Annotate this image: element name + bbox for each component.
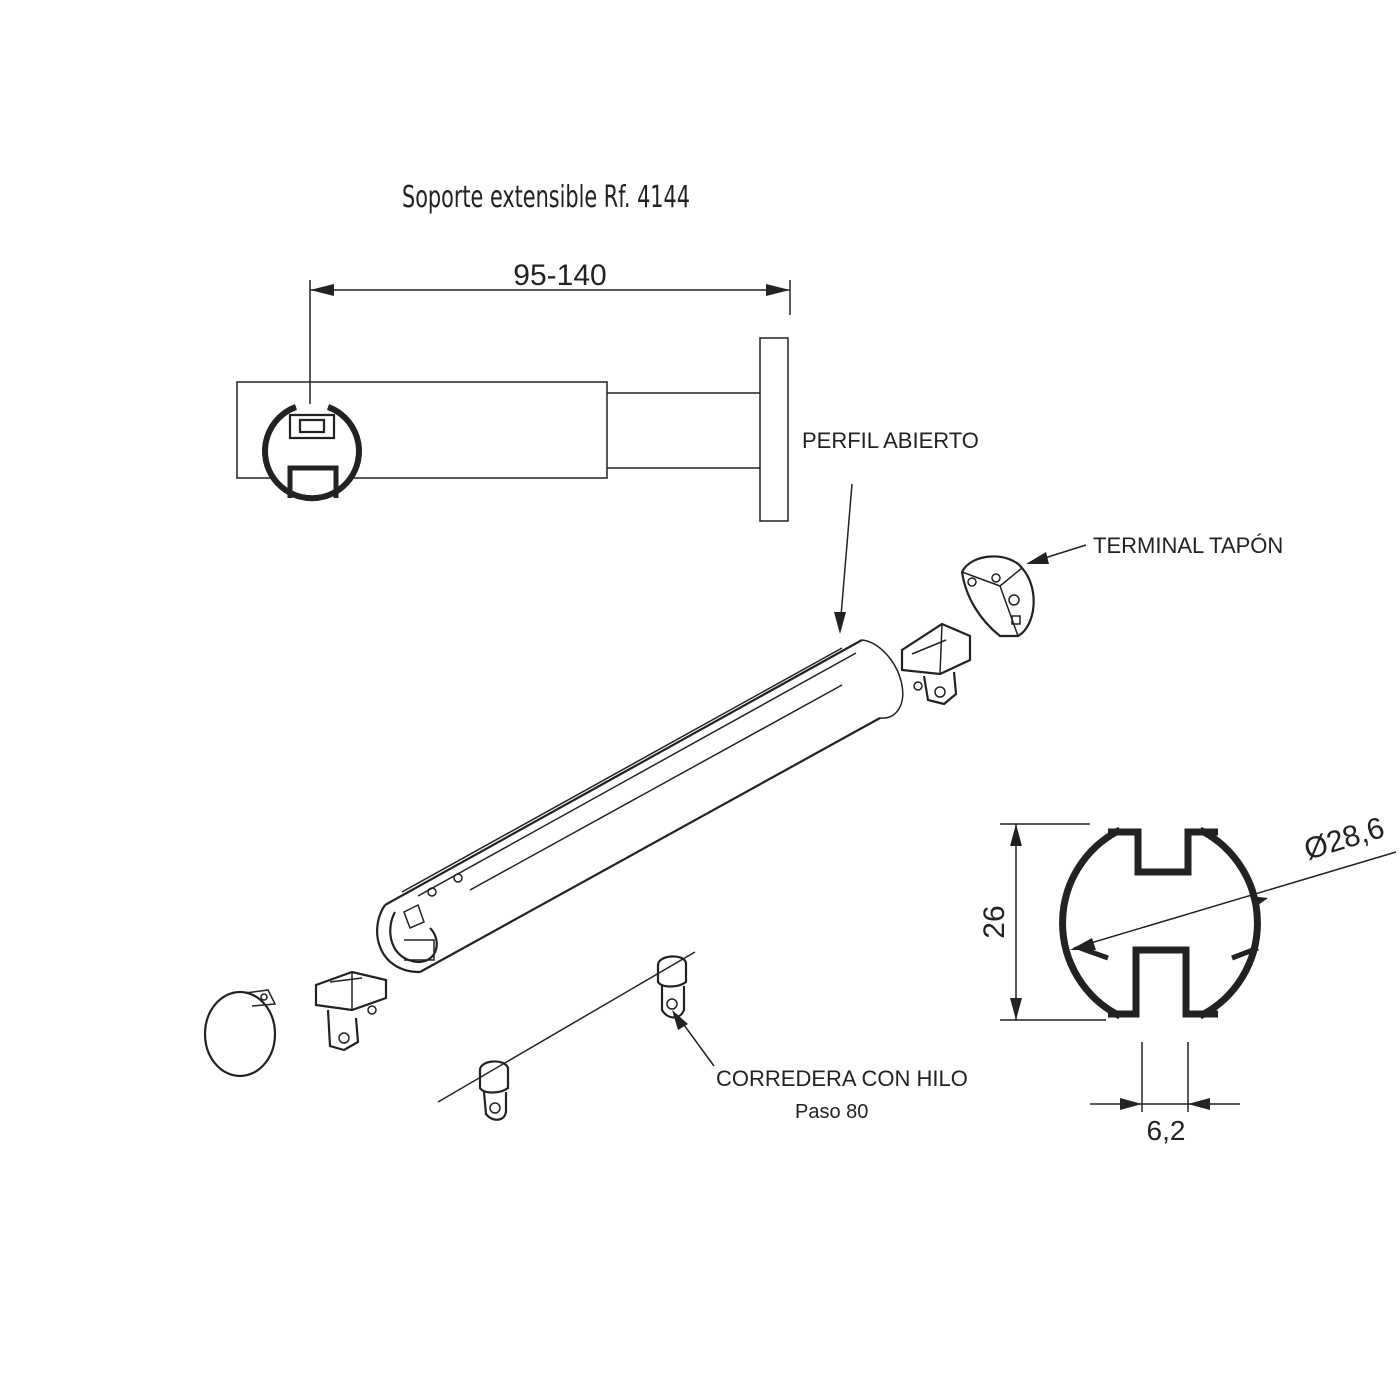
extensible-bracket: 95-140 bbox=[236, 259, 791, 522]
end-cap-terminal bbox=[960, 555, 1035, 638]
end-cap-callout: TERMINAL TAPÓN bbox=[1026, 533, 1283, 564]
open-profile-label: PERFIL ABIERTO bbox=[802, 428, 979, 453]
glider-cord-assembly: CORREDERA CON HILO Paso 80 bbox=[437, 951, 968, 1123]
glider-2 bbox=[656, 955, 688, 1019]
bracket-length-dimension: 95-140 bbox=[309, 259, 791, 410]
diagram-title: Soporte extensible Rf. 4144 bbox=[402, 180, 690, 215]
profile-cross-section: Ø28,6 26 6,2 bbox=[978, 811, 1397, 1146]
end-cap-label: TERMINAL TAPÓN bbox=[1093, 533, 1283, 558]
wall-plate bbox=[759, 337, 789, 522]
glider-pitch-label: Paso 80 bbox=[795, 1101, 868, 1123]
rail-connector-left bbox=[314, 970, 388, 1052]
rail-connector-right bbox=[900, 622, 972, 706]
glider-1 bbox=[478, 1060, 510, 1121]
open-profile-rail bbox=[376, 639, 904, 974]
open-profile-callout: PERFIL ABIERTO bbox=[802, 428, 979, 634]
profile-height-label: 26 bbox=[978, 905, 1011, 938]
bracket-length-label: 95-140 bbox=[513, 259, 606, 292]
end-cap-left bbox=[203, 989, 277, 1078]
glider-label: CORREDERA CON HILO bbox=[716, 1066, 968, 1091]
slot-width-label: 6,2 bbox=[1147, 1115, 1186, 1146]
bracket-profile-section bbox=[262, 404, 362, 502]
